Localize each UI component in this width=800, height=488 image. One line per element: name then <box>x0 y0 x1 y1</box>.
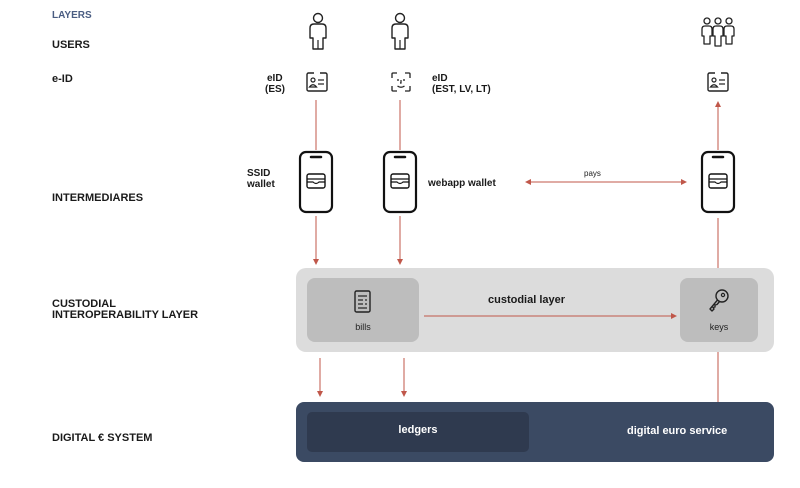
layer-users: USERS <box>52 39 90 51</box>
phone-wallet-icon <box>382 150 418 214</box>
webapp-wallet-label: webapp wallet <box>428 178 496 189</box>
ledgers-label: ledgers <box>398 424 438 436</box>
eid-est-line2: (EST, LV, LT) <box>432 84 491 95</box>
digital-euro-service-label: digital euro service <box>627 425 728 437</box>
document-icon <box>354 290 371 313</box>
custodial-layer-label: custodial layer <box>488 294 566 306</box>
eid-es-line1: eID <box>267 73 283 84</box>
eid-est-line1: eID <box>432 73 448 84</box>
layer-custodial-line2: INTEROPERABILITY LAYER <box>52 309 199 321</box>
id-card-icon <box>306 72 328 92</box>
phone-wallet-icon <box>298 150 334 214</box>
ssid-line1: SSID <box>247 168 271 179</box>
pays-label: pays <box>584 169 601 178</box>
keys-box: keys <box>680 278 758 342</box>
key-icon <box>709 289 729 312</box>
group-icon <box>701 17 735 47</box>
person-icon <box>309 12 327 50</box>
keys-label: keys <box>709 322 729 332</box>
bills-box: bills <box>307 278 419 342</box>
layer-custodial-line1: CUSTODIAL <box>52 298 116 310</box>
person-icon <box>391 12 409 50</box>
id-card-icon <box>707 72 729 92</box>
ssid-line2: wallet <box>247 179 275 190</box>
layer-intermediaries: INTERMEDIARES <box>52 192 144 204</box>
face-id-icon <box>391 72 411 92</box>
bills-label: bills <box>355 322 371 332</box>
ledgers-box: ledgers <box>307 412 529 452</box>
phone-wallet-icon <box>700 150 736 214</box>
layer-digital: DIGITAL € SYSTEM <box>52 432 153 444</box>
eid-es-line2: (ES) <box>265 84 285 95</box>
layers-heading: LAYERS <box>52 10 92 21</box>
layer-eid: e-ID <box>52 73 73 85</box>
